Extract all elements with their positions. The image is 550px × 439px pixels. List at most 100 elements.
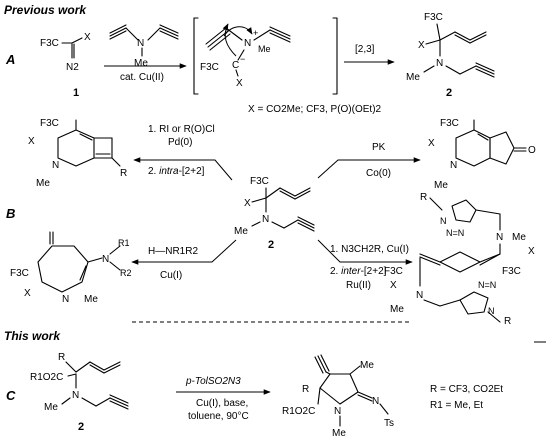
svg-text:PK: PK <box>372 142 386 153</box>
compound-2-c-structure: R R1O2C N Me 2 <box>30 352 129 433</box>
previous-work-heading: Previous work <box>4 3 87 17</box>
azepine-product: N R1 R2 F3C X N Me <box>10 231 132 305</box>
svg-text:N=N: N=N <box>478 280 496 290</box>
svg-text:Me: Me <box>84 294 98 305</box>
svg-text:R1O2C: R1O2C <box>282 406 315 417</box>
svg-text:N: N <box>102 254 109 265</box>
reagent-cu2: cat. Cu(II) <box>120 72 164 83</box>
svg-text:Co(0): Co(0) <box>366 168 391 179</box>
svg-text:F3C: F3C <box>384 266 403 277</box>
x-definition: X = CO2Me; CF3, P(O)(OEt)2 <box>248 104 382 115</box>
svg-text:N: N <box>137 38 144 49</box>
svg-text:N: N <box>440 216 447 226</box>
svg-text:N: N <box>372 396 379 407</box>
svg-text:+: + <box>253 28 258 38</box>
svg-text:C: C <box>232 60 239 71</box>
central-compound-2: F3C X N Me 2 <box>234 176 315 251</box>
svg-text:Ru(II): Ru(II) <box>346 280 371 291</box>
svg-text:Me: Me <box>434 180 448 191</box>
svg-text:X: X <box>84 32 91 43</box>
svg-text:Me: Me <box>36 178 50 189</box>
svg-text:Me: Me <box>360 360 374 371</box>
svg-text:N: N <box>334 406 341 417</box>
svg-text:X: X <box>390 280 397 291</box>
svg-text:N: N <box>436 58 443 69</box>
svg-text:N=N: N=N <box>446 228 464 238</box>
svg-text:X: X <box>236 78 243 89</box>
arrow-amine <box>131 239 237 265</box>
reagent-sigmatropic: [2,3] <box>355 44 375 55</box>
dipropargyl-amine: N Me <box>109 24 179 69</box>
svg-text:N: N <box>262 214 269 225</box>
svg-text:R: R <box>420 192 427 203</box>
svg-text:Cu(I), base,: Cu(I), base, <box>196 398 248 409</box>
svg-text:F3C: F3C <box>424 12 443 23</box>
svg-text:Cu(I): Cu(I) <box>160 270 182 281</box>
svg-text:R1O2C: R1O2C <box>30 372 63 383</box>
svg-text:R: R <box>504 316 511 327</box>
pauson-khand-product: F3C X O N Me <box>428 118 536 191</box>
svg-text:N2: N2 <box>66 62 79 73</box>
product-2-label-a: 2 <box>446 87 452 99</box>
svg-text:−: − <box>240 54 245 64</box>
svg-text:F3C: F3C <box>200 62 219 73</box>
arrow-pk <box>317 157 421 179</box>
macrocycle-product: R N N=N N Me X F3C F3C X N Me N=N N R <box>384 192 535 327</box>
r1-definition: R1 = Me, Et <box>430 400 483 411</box>
svg-text:N: N <box>72 390 79 401</box>
cyclobutene-product: F3C X R N Me <box>28 118 127 189</box>
ammonium-ylide: N + Me C − F3C X <box>193 17 338 95</box>
pyrrolidine-product: Me R R1O2C N Me N Ts <box>282 354 394 439</box>
svg-text:X: X <box>528 246 535 257</box>
svg-text:N: N <box>416 290 423 301</box>
svg-text:O: O <box>528 145 536 156</box>
svg-text:X: X <box>428 138 435 149</box>
svg-text:Me: Me <box>390 304 404 315</box>
svg-text:F3C: F3C <box>40 38 59 49</box>
svg-text:N: N <box>52 160 59 171</box>
svg-text:N: N <box>62 294 69 305</box>
svg-text:R: R <box>302 384 309 395</box>
this-work-heading: This work <box>4 329 61 343</box>
arrow-click <box>317 239 413 265</box>
svg-text:N: N <box>244 38 251 49</box>
compound-1-structure: F3C X N2 1 <box>40 32 91 99</box>
svg-text:Pd(0): Pd(0) <box>168 137 192 148</box>
section-c-label: C <box>6 388 16 403</box>
svg-text:1. RI or R(O)Cl: 1. RI or R(O)Cl <box>148 124 215 135</box>
svg-text:X: X <box>24 288 31 299</box>
svg-text:1. N3CH2R, Cu(I): 1. N3CH2R, Cu(I) <box>330 244 409 255</box>
svg-text:2. intra-[2+2]: 2. intra-[2+2] <box>148 166 205 177</box>
svg-text:Me: Me <box>234 226 248 237</box>
r-definition: R = CF3, CO2Et <box>430 384 503 395</box>
svg-text:2. inter-[2+2]: 2. inter-[2+2] <box>330 266 387 277</box>
svg-text:F3C: F3C <box>40 118 59 129</box>
arrow-pd <box>133 157 233 181</box>
svg-text:Me: Me <box>258 44 271 54</box>
svg-text:X: X <box>244 198 251 209</box>
svg-text:R: R <box>58 352 65 363</box>
section-b-label: B <box>6 206 15 221</box>
svg-text:N: N <box>450 160 457 171</box>
svg-text:H—NR1R2: H—NR1R2 <box>148 246 198 257</box>
svg-text:Me: Me <box>512 232 526 243</box>
svg-text:R1: R1 <box>118 238 130 248</box>
svg-text:R2: R2 <box>120 268 132 278</box>
svg-text:X: X <box>418 40 425 51</box>
svg-text:R: R <box>120 168 127 179</box>
svg-text:Me: Me <box>406 72 420 83</box>
svg-text:F3C: F3C <box>440 118 459 129</box>
svg-text:Me: Me <box>44 402 58 413</box>
product-2-structure-a: F3C X N Me 2 <box>406 12 495 99</box>
compound-2-c-label: 2 <box>78 421 84 433</box>
svg-text:X: X <box>28 136 35 147</box>
svg-text:Ts: Ts <box>384 418 394 429</box>
svg-text:F3C: F3C <box>10 268 29 279</box>
svg-text:toluene, 90°C: toluene, 90°C <box>188 411 249 422</box>
svg-text:Me: Me <box>134 58 148 69</box>
svg-text:F3C: F3C <box>250 176 269 187</box>
svg-text:F3C: F3C <box>502 266 521 277</box>
svg-text:p-TolSO2N3: p-TolSO2N3 <box>185 376 241 387</box>
section-a-label: A <box>5 52 15 67</box>
